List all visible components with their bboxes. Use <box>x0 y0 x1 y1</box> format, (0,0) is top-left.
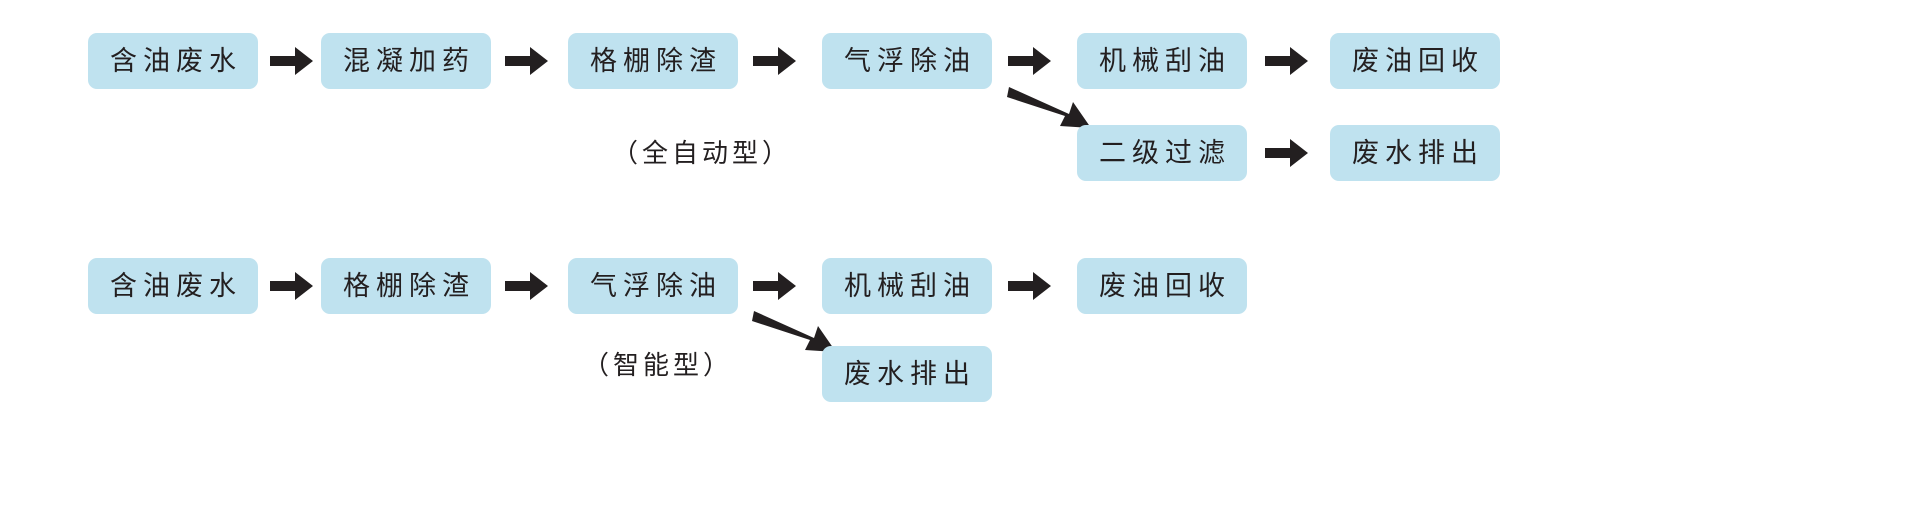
arrow-right-icon <box>504 269 550 303</box>
node-row1-secondary-filtration[interactable]: 二级过滤 <box>1077 125 1247 181</box>
arrow-right-icon <box>1007 44 1053 78</box>
node-row1-waste-oil-recovery[interactable]: 废油回收 <box>1330 33 1500 89</box>
arrow-right-icon <box>1264 44 1310 78</box>
caption-fully-automatic: （全自动型） <box>611 138 792 168</box>
node-row2-mechanical-skimming[interactable]: 机械刮油 <box>822 258 992 314</box>
node-row2-wastewater-discharge[interactable]: 废水排出 <box>822 346 992 402</box>
node-row2-air-flotation-deoiling[interactable]: 气浮除油 <box>568 258 738 314</box>
arrow-right-icon <box>1007 269 1053 303</box>
arrow-diagonal-down-right-icon <box>752 308 838 354</box>
node-row1-wastewater-discharge[interactable]: 废水排出 <box>1330 125 1500 181</box>
arrow-right-icon <box>269 44 315 78</box>
arrow-right-icon <box>504 44 550 78</box>
node-row1-grid-screening[interactable]: 格棚除渣 <box>568 33 738 89</box>
node-row2-oily-wastewater[interactable]: 含油废水 <box>88 258 258 314</box>
caption-intelligent: （智能型） <box>582 350 733 380</box>
arrow-diagonal-down-right-icon <box>1007 84 1093 130</box>
node-row2-grid-screening[interactable]: 格棚除渣 <box>321 258 491 314</box>
node-row1-mechanical-skimming[interactable]: 机械刮油 <box>1077 33 1247 89</box>
node-row1-coagulant-dosing[interactable]: 混凝加药 <box>321 33 491 89</box>
node-row2-waste-oil-recovery[interactable]: 废油回收 <box>1077 258 1247 314</box>
node-row1-air-flotation-deoiling[interactable]: 气浮除油 <box>822 33 992 89</box>
node-row1-oily-wastewater[interactable]: 含油废水 <box>88 33 258 89</box>
arrow-right-icon <box>752 269 798 303</box>
arrow-right-icon <box>269 269 315 303</box>
arrow-right-icon <box>1264 136 1310 170</box>
arrow-right-icon <box>752 44 798 78</box>
